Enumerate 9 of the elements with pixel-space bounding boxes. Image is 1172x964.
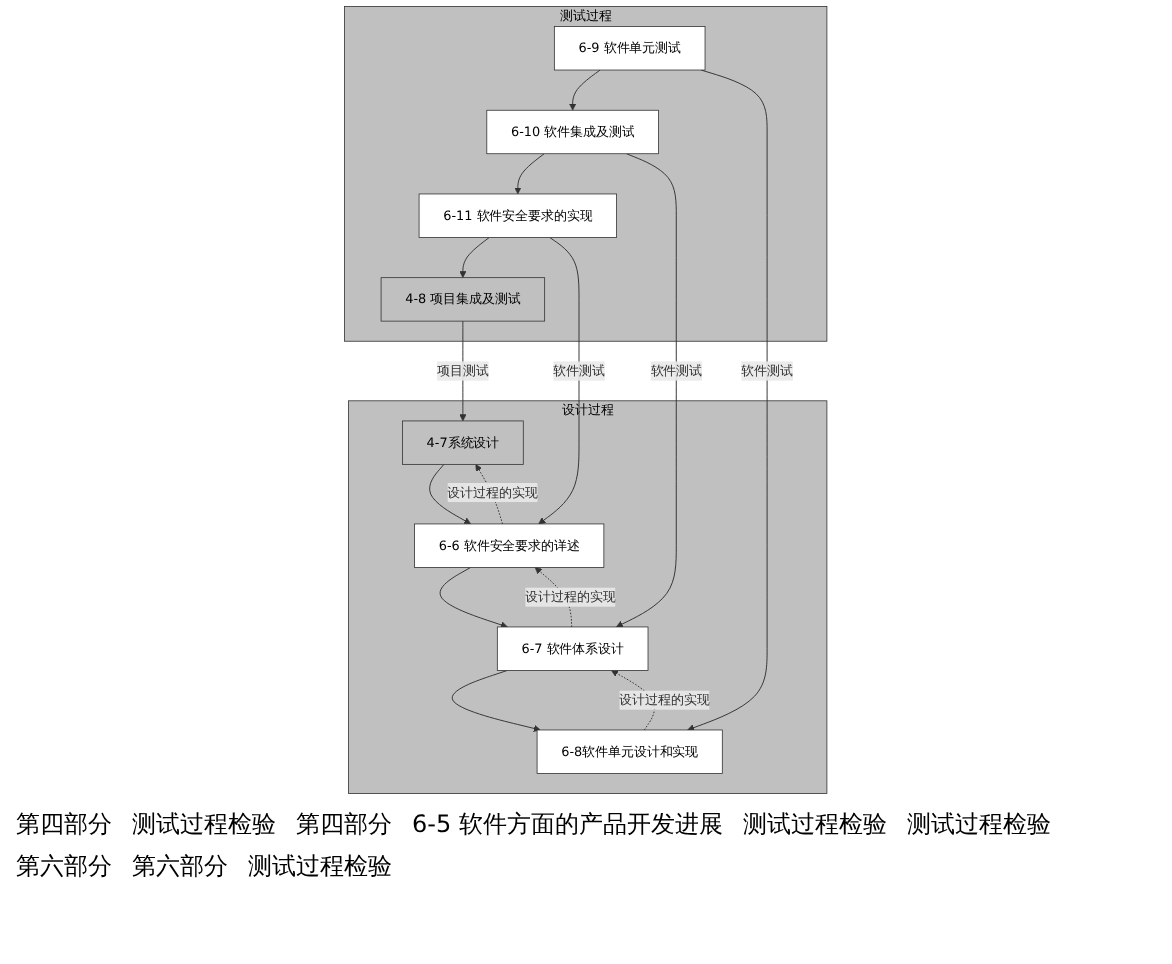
side-label: 测试过程检验 (248, 850, 392, 884)
side-label: 测试过程检验 (132, 808, 276, 842)
side-label: 测试过程检验 (742, 808, 887, 842)
side-label: 第六部分 (16, 850, 112, 884)
side-label: 第四部分 (296, 808, 392, 842)
side-label: 6-5 软件方面的产品开发进展 (412, 808, 723, 842)
side-label: 第四部分 (16, 808, 112, 842)
side-label: 测试过程检验 (906, 808, 1051, 842)
side-label: 第六部分 (132, 850, 228, 884)
